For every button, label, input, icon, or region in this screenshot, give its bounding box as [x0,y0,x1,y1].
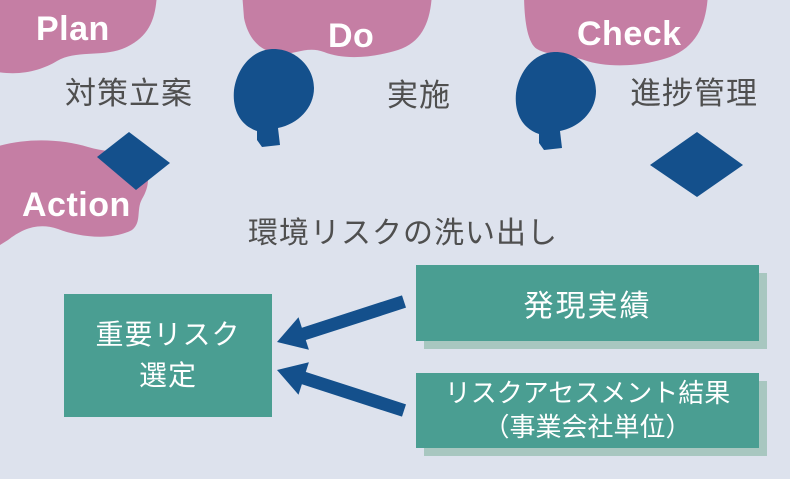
action-label: Action [22,186,131,224]
action-diamond-shape [97,132,170,190]
do-label: Do [328,17,375,55]
important-risk-selection-box: 重要リスク 選定 [64,294,272,417]
important-risk-selection-line1: 重要リスク [95,318,241,350]
check-label: Check [577,15,682,53]
plan-blob [0,0,157,74]
occurrence-record-label: 発現実績 [523,290,652,323]
do-blob [242,0,432,58]
plan-label: Plan [36,10,110,48]
risk-assessment-result-box: リスクアセスメント結果 （事業会社単位） [416,373,759,448]
important-risk-selection-line2: 選定 [138,359,197,391]
plan-to-do-connector-shape [233,48,314,147]
risk-assessment-result-line1: リスクアセスメント結果 [444,377,731,408]
risk-flow-title: 環境リスクの洗い出し [248,217,558,250]
arrow-assessment-to-target [277,362,407,417]
occurrence-record-box: 発現実績 [416,265,759,341]
check-to-action-diamond-shape [650,132,743,197]
check-blob [524,0,708,66]
arrow-occurrence-to-target [277,295,407,350]
do-caption: 実施 [387,78,451,113]
do-to-check-connector-shape [515,51,596,150]
risk-assessment-result-line2: （事業会社単位） [483,411,692,442]
check-caption: 進捗管理 [630,76,758,111]
plan-caption: 対策立案 [65,76,193,111]
